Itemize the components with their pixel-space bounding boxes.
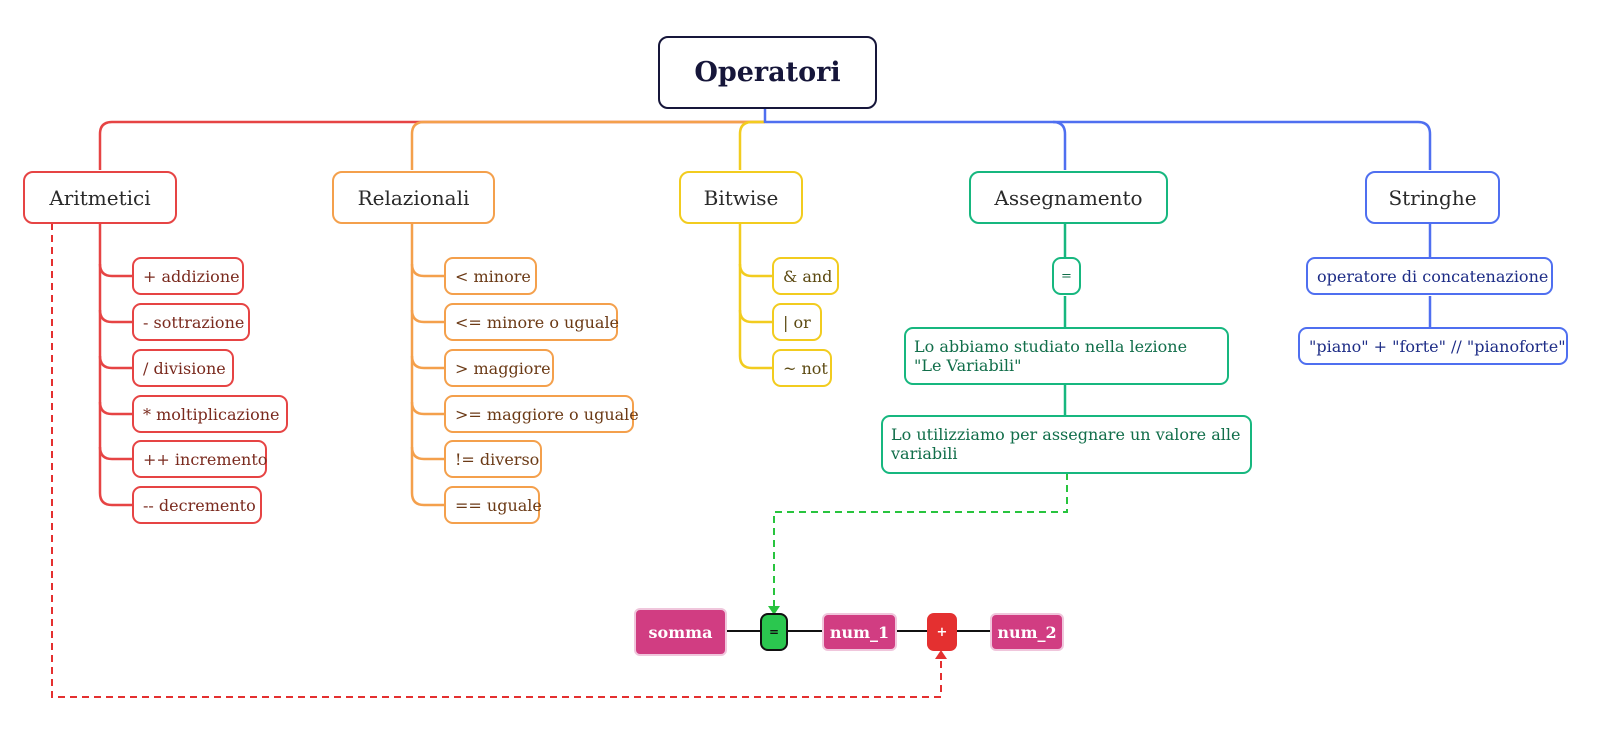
item-sottrazione[interactable]: - sottrazione (132, 303, 250, 341)
category-assegnamento[interactable]: Assegnamento (969, 171, 1168, 224)
assegnamento-note-lezione[interactable]: Lo abbiamo studiato nella lezione "Le Va… (904, 327, 1229, 385)
item-minore-o-uguale[interactable]: <= minore o uguale (444, 303, 619, 341)
token-assign[interactable]: = (760, 613, 788, 651)
stringhe-concatenazione[interactable]: operatore di concatenazione (1306, 257, 1553, 295)
item-incremento[interactable]: ++ incremento (132, 440, 267, 478)
item-not[interactable]: ~ not (772, 349, 832, 387)
item-moltiplicazione[interactable]: * moltiplicazione (132, 395, 288, 433)
branch-bitwise (738, 120, 765, 170)
item-and[interactable]: & and (772, 257, 839, 295)
category-stringhe[interactable]: Stringhe (1365, 171, 1500, 224)
item-minore[interactable]: < minore (444, 257, 537, 295)
dashed-link-plus (51, 223, 942, 698)
item-or[interactable]: | or (772, 303, 822, 341)
branch-relazionali (410, 120, 765, 170)
root-node-operatori[interactable]: Operatori (658, 36, 877, 109)
item-maggiore-o-uguale[interactable]: >= maggiore o uguale (444, 395, 639, 433)
branch-stringhe (1053, 120, 1432, 170)
dashed-link-assign (773, 473, 1068, 608)
item-diverso[interactable]: != diverso (444, 440, 542, 478)
item-uguale[interactable]: == uguale (444, 486, 542, 524)
category-relazionali[interactable]: Relazionali (332, 171, 495, 224)
token-num-1[interactable]: num_1 (822, 613, 897, 651)
item-addizione[interactable]: + addizione (132, 257, 244, 295)
category-aritmetici[interactable]: Aritmetici (23, 171, 177, 224)
token-somma[interactable]: somma (634, 608, 727, 656)
branch-aritmetici (98, 120, 765, 170)
assegnamento-symbol[interactable]: = (1052, 257, 1081, 295)
assegnamento-note-utilizzo[interactable]: Lo utilizziamo per assegnare un valore a… (881, 415, 1252, 474)
item-divisione[interactable]: / divisione (132, 349, 234, 387)
stringhe-example[interactable]: "piano" + "forte" // "pianoforte" (1298, 327, 1568, 365)
token-num-2[interactable]: num_2 (990, 613, 1064, 651)
item-maggiore[interactable]: > maggiore (444, 349, 554, 387)
item-decremento[interactable]: -- decremento (132, 486, 262, 524)
branch-assegnamento (765, 120, 1067, 170)
token-plus[interactable]: + (927, 613, 957, 651)
category-bitwise[interactable]: Bitwise (679, 171, 803, 224)
